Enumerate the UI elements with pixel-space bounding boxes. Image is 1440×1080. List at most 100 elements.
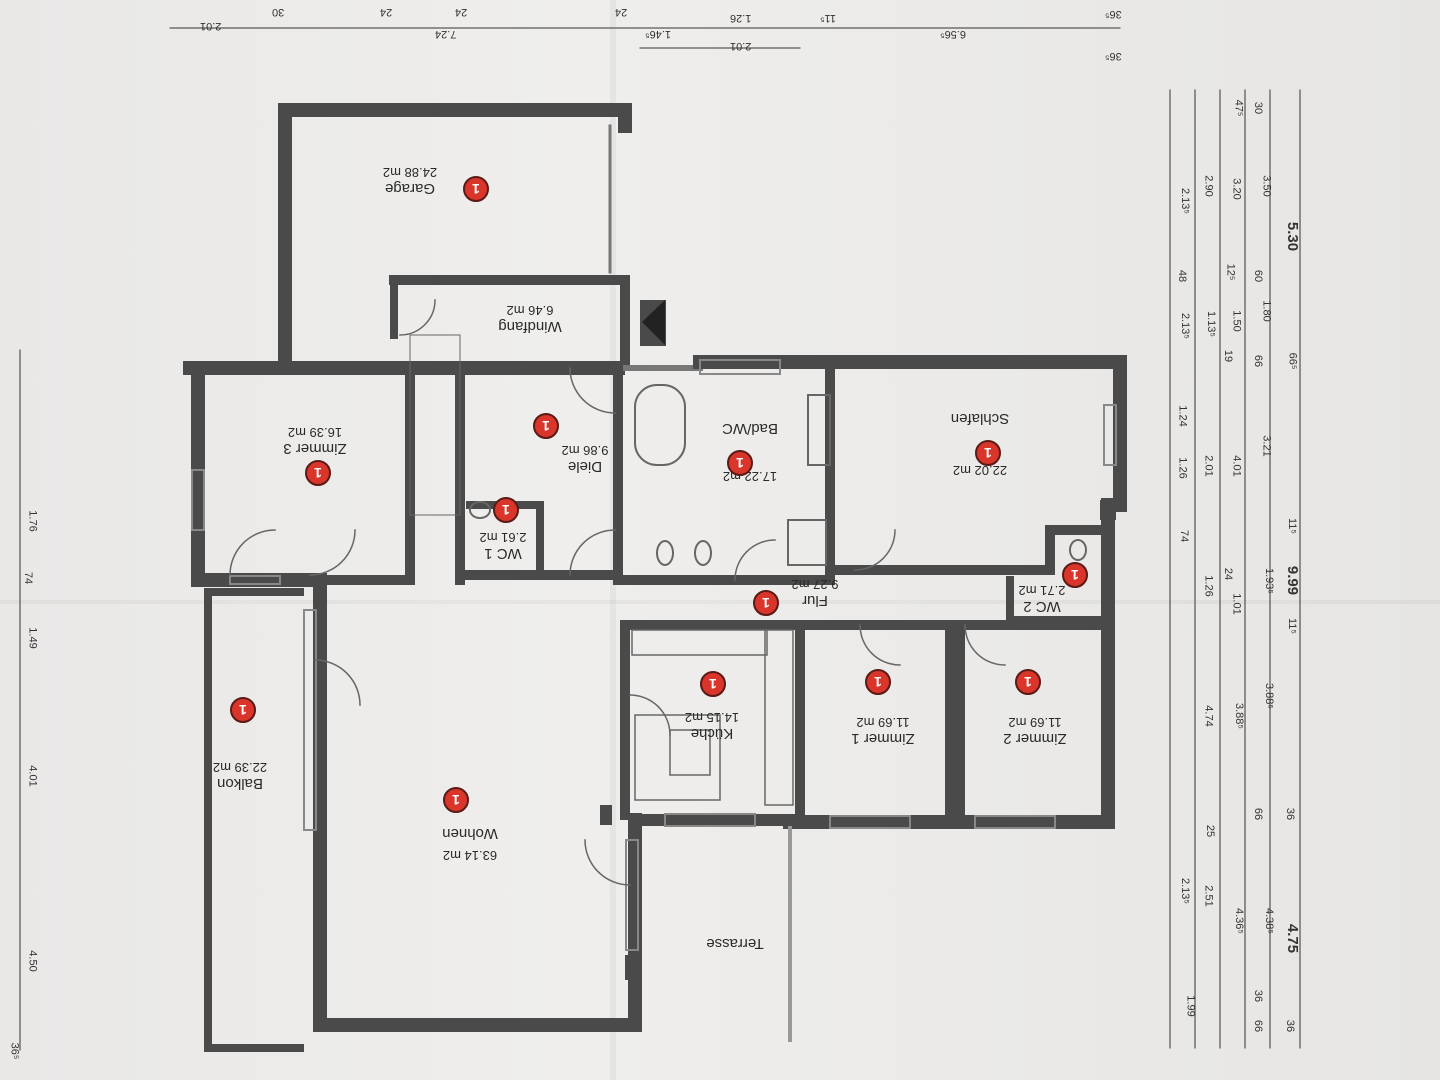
dim-right-small: 25 xyxy=(1204,824,1217,838)
dim-right: 2.13⁵ xyxy=(1178,878,1191,904)
dim-right: 1.80 xyxy=(1260,300,1273,322)
room-name: Bad/WC xyxy=(722,420,778,437)
dim-right-small: 30 xyxy=(1252,101,1265,115)
dim-right-small: 19 xyxy=(1222,349,1235,363)
room-marker-zimmer1[interactable]: 1 xyxy=(865,669,891,695)
room-name: Diele xyxy=(567,458,603,475)
room-name: WC 1 xyxy=(484,545,522,562)
room-name: Terrasse xyxy=(706,935,764,952)
room-marker-schlafen[interactable]: 1 xyxy=(975,440,1001,466)
dim-right-small: 60 xyxy=(1252,269,1265,283)
dim-right-small: 66 xyxy=(1252,807,1265,821)
room-area: 9.86 m2 xyxy=(561,443,609,458)
room-label-balkon: Balkon 22.39 m2 xyxy=(195,760,285,792)
room-marker-badwc[interactable]: 1 xyxy=(727,450,753,476)
dim-right: 3.50 xyxy=(1260,175,1273,197)
room-label-terrasse: Terrasse xyxy=(690,935,780,952)
dim-left: 36⁵ xyxy=(8,1042,21,1060)
dim-right: 3.88⁵ xyxy=(1262,683,1275,709)
room-label-zimmer2: Zimmer 2 11.69 m2 xyxy=(985,715,1085,747)
dim-top: 11⁵ xyxy=(820,12,836,24)
room-marker-zimmer3[interactable]: 1 xyxy=(305,460,331,486)
dim-right: 3.21 xyxy=(1260,435,1273,457)
room-name: Balkon xyxy=(217,775,263,792)
room-area: 24.88 m2 xyxy=(382,165,438,180)
dim-right: 2.01 xyxy=(1202,455,1215,477)
room-area: 9.27 m2 xyxy=(791,577,839,592)
dim-right-small: 48 xyxy=(1176,269,1189,283)
room-label-garage: Garage 24.88 m2 xyxy=(355,165,465,197)
dim-right: 2.13⁵ xyxy=(1178,313,1191,339)
room-name: Zimmer 1 xyxy=(851,730,915,747)
dim-top: 7.24 xyxy=(435,28,457,40)
room-area: 11.69 m2 xyxy=(856,715,910,730)
badwc-wall xyxy=(613,363,835,585)
dim-right: 1.99 xyxy=(1184,995,1197,1017)
room-area: 16.39 m2 xyxy=(287,425,343,440)
room-name: Garage xyxy=(384,180,436,197)
zimmer3-wall xyxy=(193,363,415,585)
dim-top: 36⁵ xyxy=(1105,50,1122,62)
dim-right-small: 11⁵ xyxy=(1285,618,1298,634)
room-area: 63.14 m2 xyxy=(442,848,498,863)
room-marker-zimmer2[interactable]: 1 xyxy=(1015,669,1041,695)
room-name: WC 2 xyxy=(1023,598,1061,615)
balkon-walls xyxy=(204,588,304,1052)
bathtub xyxy=(634,384,686,466)
dim-right-small: 24 xyxy=(1222,567,1235,581)
dim-right: 3.20 xyxy=(1230,178,1243,200)
room-marker-balkon[interactable]: 1 xyxy=(230,697,256,723)
dim-total: 5.30 xyxy=(1284,221,1302,252)
room-area: 11.69 m2 xyxy=(1008,715,1062,730)
room-label-zimmer3: Zimmer 3 16.39 m2 xyxy=(260,425,370,457)
room-label-wc1: WC 1 2.61 m2 xyxy=(468,530,538,562)
dim-top: 1.46⁵ xyxy=(645,28,671,40)
room-marker-wohnen[interactable]: 1 xyxy=(443,787,469,813)
room-area: 22.39 m2 xyxy=(212,760,268,775)
dim-right: 4.38⁵ xyxy=(1262,908,1275,934)
dim-right: 4.36⁵ xyxy=(1232,908,1245,934)
dim-top: 2.01 xyxy=(730,40,752,52)
room-name: Zimmer 2 xyxy=(1003,730,1067,747)
dim-right: 1.13⁵ xyxy=(1204,311,1217,337)
dim-right: 2.90 xyxy=(1202,175,1215,197)
room-marker-diele[interactable]: 1 xyxy=(533,413,559,439)
dim-right-small: 66⁵ xyxy=(1286,352,1299,370)
dim-right: 1.24 xyxy=(1176,405,1189,427)
room-marker-flur[interactable]: 1 xyxy=(753,590,779,616)
room-marker-wc2[interactable]: 1 xyxy=(1062,562,1088,588)
room-area: 6.46 m2 xyxy=(506,303,554,318)
dim-right: 1.26 xyxy=(1202,575,1215,597)
dim-left: 1.49 xyxy=(26,627,39,649)
room-marker-wc1[interactable]: 1 xyxy=(493,497,519,523)
room-name: Windfang xyxy=(498,318,562,335)
room-label-badwc: 17.22 m2 Bad/WC xyxy=(700,420,800,484)
room-area: 2.71 m2 xyxy=(1018,583,1066,598)
dim-right: 1.26 xyxy=(1176,457,1189,479)
room-marker-garage[interactable]: 1 xyxy=(463,176,489,202)
washbasin xyxy=(807,394,831,466)
dim-left: 4.50 xyxy=(26,950,39,972)
dim-right: 4.74 xyxy=(1202,705,1215,727)
dim-right: 2.13⁵ xyxy=(1178,188,1191,214)
room-name: Zimmer 3 xyxy=(283,440,347,457)
entrance-arrow xyxy=(642,300,665,345)
dimension-lines xyxy=(19,27,1301,1051)
room-name: Wohnen xyxy=(442,825,498,842)
windfang-walls xyxy=(389,275,630,365)
room-marker-kueche[interactable]: 1 xyxy=(700,671,726,697)
dim-right-small: 12⁵ xyxy=(1224,263,1237,281)
room-name: Schlafen xyxy=(950,410,1010,427)
dim-top: 6.56⁵ xyxy=(940,28,966,40)
dim-right: 1.01 xyxy=(1230,593,1243,615)
room-label-windfang: Windfang 6.46 m2 xyxy=(475,303,585,335)
staircase xyxy=(409,334,461,516)
dim-right-small: 66 xyxy=(1252,1019,1265,1033)
room-label-zimmer1: Zimmer 1 11.69 m2 xyxy=(838,715,928,747)
dim-right: 3.88⁵ xyxy=(1232,703,1245,729)
room-label-kueche: Küche 14.15 m2 xyxy=(672,710,752,742)
dim-top: 2.01 xyxy=(200,20,222,32)
dim-left: 4.01 xyxy=(26,765,39,787)
